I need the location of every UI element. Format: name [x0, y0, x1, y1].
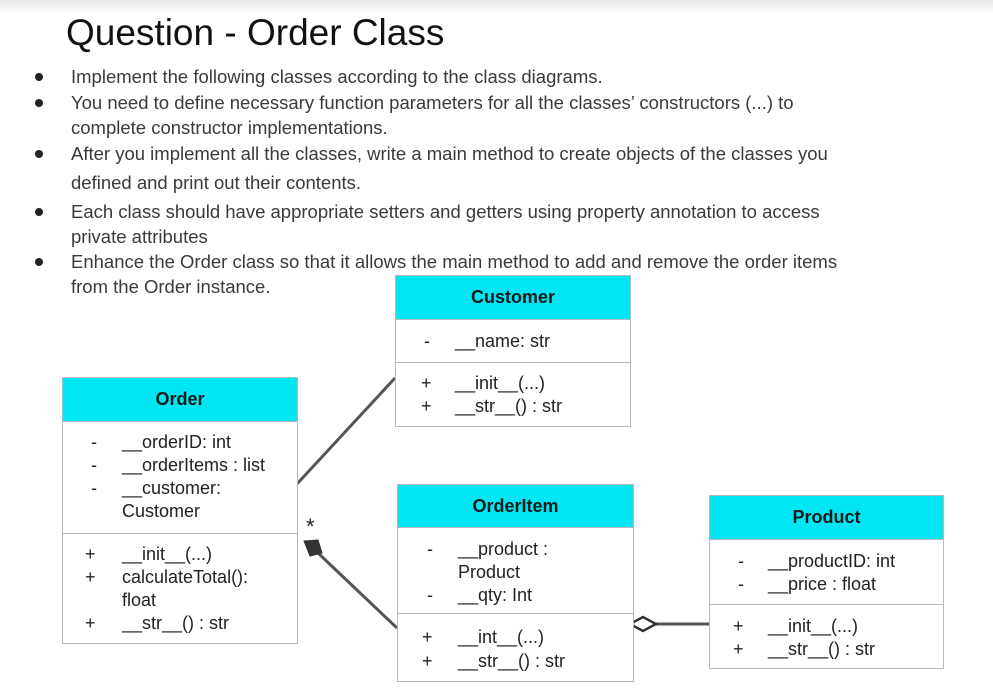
aggregation-diamond: [627, 615, 659, 633]
method: calculateTotal():: [122, 567, 249, 587]
visibility-marker: +: [733, 639, 744, 659]
method: __int__(...): [458, 627, 545, 647]
attribute: __price : float: [768, 574, 877, 594]
bullet-4-line-1: Each class should have appropriate sette…: [71, 201, 820, 222]
bullet-1-line-1: Implement the following classes accordin…: [71, 66, 603, 87]
bullet-2-line-1: You need to define necessary function pa…: [71, 92, 794, 113]
multiplicity-label: *: [306, 514, 315, 539]
visibility-marker: +: [422, 627, 433, 647]
visibility-marker: -: [91, 478, 97, 498]
visibility-marker: -: [427, 585, 433, 605]
visibility-marker: -: [91, 432, 97, 452]
bullet-5-line-1: Enhance the Order class so that it allow…: [71, 251, 838, 272]
method: __init__(...): [455, 373, 546, 393]
attribute: __qty: Int: [458, 585, 533, 605]
visibility-marker: +: [421, 373, 432, 393]
visibility-marker: +: [733, 616, 744, 636]
attribute-continued: Product: [458, 562, 521, 582]
attribute-continued: Customer: [122, 501, 201, 521]
class-name: OrderItem: [398, 485, 633, 528]
divider: [398, 613, 633, 614]
method: __str__() : str: [768, 639, 876, 659]
visibility-marker: -: [424, 331, 430, 351]
method-continued: float: [122, 590, 157, 610]
class-name: Product: [710, 496, 943, 540]
divider: [396, 362, 630, 363]
method: __str__() : str: [458, 651, 566, 671]
bullet-dot: [35, 73, 43, 81]
bullet-3-line-1: After you implement all the classes, wri…: [71, 143, 828, 164]
order-orderitem-composition: [316, 551, 399, 630]
bullet-dot: [35, 258, 43, 266]
class-name: Customer: [396, 276, 630, 320]
bullet-4-line-2: private attributes: [71, 226, 208, 247]
bullet-dot: [35, 99, 43, 107]
class-order: Order - __orderID: int - __orderItems : …: [62, 377, 298, 644]
method: __init__(...): [122, 544, 213, 564]
class-product: Product - __productID: int - __price : f…: [709, 495, 944, 669]
attribute: __productID: int: [768, 551, 896, 571]
visibility-marker: +: [85, 613, 96, 633]
bullet-5-line-2: from the Order instance.: [71, 276, 271, 297]
bullet-2-line-2: complete constructor implementations.: [71, 117, 388, 138]
order-customer-association: [294, 376, 397, 487]
visibility-marker: +: [85, 544, 96, 564]
class-customer: Customer - __name: str + __init__(...) +…: [395, 275, 631, 427]
method: __str__() : str: [122, 613, 230, 633]
visibility-marker: -: [738, 551, 744, 571]
attribute: __product :: [458, 539, 549, 559]
method: __init__(...): [768, 616, 859, 636]
window-top-shadow: [0, 0, 993, 14]
visibility-marker: -: [91, 455, 97, 475]
visibility-marker: +: [421, 396, 432, 416]
attribute: __orderID: int: [122, 432, 232, 452]
bullet-3-line-2: defined and print out their contents.: [71, 172, 362, 193]
visibility-marker: +: [85, 567, 96, 587]
composition-diamond: [303, 539, 323, 557]
class-orderitem: OrderItem - __product : Product - __qty:…: [397, 484, 634, 682]
bullet-dot: [35, 208, 43, 216]
divider: [63, 533, 297, 534]
attribute: __customer:: [122, 478, 222, 498]
bullet-dot: [35, 150, 43, 158]
page-title: Question - Order Class: [66, 12, 445, 53]
attribute: __name: str: [455, 331, 551, 351]
class-name: Order: [63, 378, 297, 422]
attribute: __orderItems : list: [122, 455, 266, 475]
visibility-marker: +: [422, 651, 433, 671]
visibility-marker: -: [427, 539, 433, 559]
divider: [710, 604, 943, 605]
visibility-marker: -: [738, 574, 744, 594]
method: __str__() : str: [455, 396, 563, 416]
